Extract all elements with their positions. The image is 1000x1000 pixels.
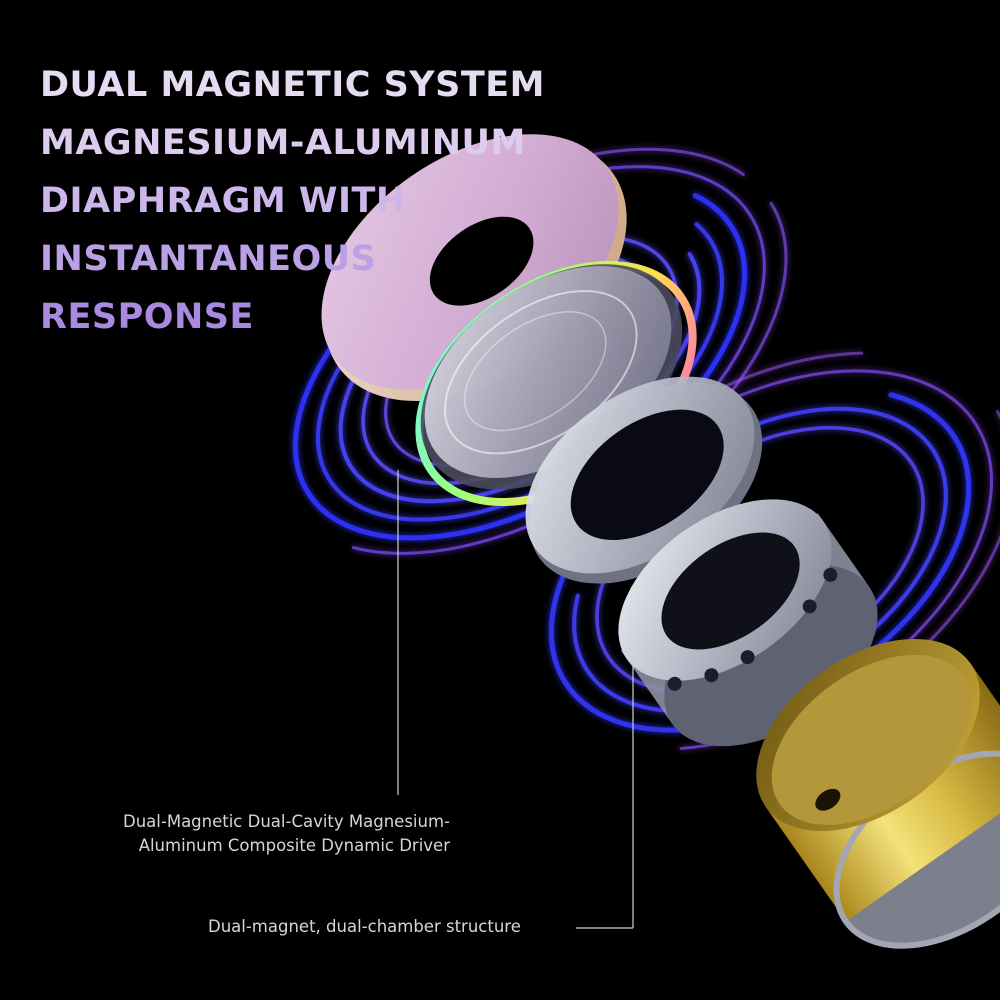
driver-callout: Dual-Magnetic Dual-Cavity Magnesium- Alu…	[123, 810, 450, 858]
feature-headline: DUAL MAGNETIC SYSTEM MAGNESIUM-ALUMINUM …	[40, 56, 560, 346]
driver-callout-line-2: Aluminum Composite Dynamic Driver	[138, 836, 450, 855]
magnet-chamber	[618, 499, 878, 747]
headline-line-2: MAGNESIUM-ALUMINUM	[40, 123, 526, 163]
driver-callout-line-1: Dual-Magnetic Dual-Cavity Magnesium-	[123, 812, 450, 831]
headline-line-3: DIAPHRAGM WITH	[40, 181, 406, 221]
diaphragm-disc	[321, 134, 627, 402]
structure-callout: Dual-magnet, dual-chamber structure	[208, 917, 521, 936]
headline-line-4: INSTANTANEOUS	[40, 239, 377, 279]
headline-line-1: DUAL MAGNETIC SYSTEM	[40, 65, 545, 105]
gold-housing	[756, 638, 1000, 949]
headline-line-5: RESPONSE	[40, 297, 254, 337]
